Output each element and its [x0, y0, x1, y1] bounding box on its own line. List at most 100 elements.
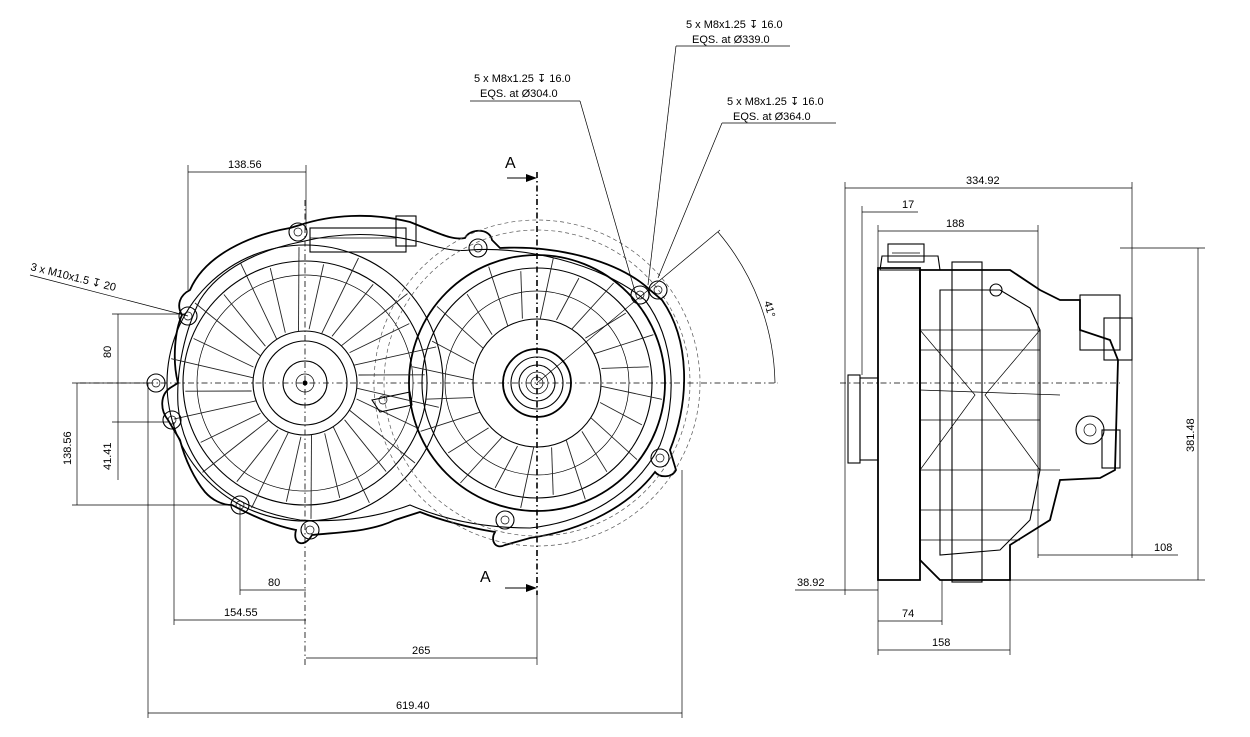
- dim-38-92: 38.92: [797, 577, 825, 589]
- side-motor-body: [877, 267, 921, 581]
- spoke: [173, 400, 257, 420]
- spoke: [202, 419, 269, 473]
- bolt-lug: [650, 448, 670, 468]
- side-actuator-knob-inner: [1083, 423, 1097, 437]
- side-bolt-top: [989, 283, 1003, 297]
- section-label-top: A: [505, 155, 516, 172]
- bolt-lug: [300, 520, 320, 540]
- side-bottom-bracket: [1101, 429, 1121, 469]
- dim-41-41: 41.41: [102, 442, 114, 470]
- connector-plug: [395, 215, 417, 247]
- angle-ref-line: [536, 229, 721, 384]
- spoke: [194, 302, 261, 357]
- housing-outline: [161, 214, 686, 548]
- spoke: [223, 294, 266, 347]
- spoke: [412, 366, 474, 381]
- callout-339-line1: 5 x M8x1.25 ↧ 16.0: [686, 19, 783, 31]
- bolt-lug: [162, 410, 182, 430]
- dim-265: 265: [412, 645, 430, 657]
- spoke: [269, 267, 286, 333]
- center-bracket: [371, 391, 413, 413]
- leader-304: [579, 100, 637, 296]
- callout-304-line1: 5 x M8x1.25 ↧ 16.0: [474, 73, 571, 85]
- callout-m10: 3 x M10x1.5 ↧ 20: [29, 261, 117, 294]
- spoke: [571, 282, 614, 330]
- side-flange-disc: [847, 374, 861, 464]
- spoke: [431, 340, 475, 364]
- spoke: [324, 433, 341, 499]
- dim-138-56-top: 138.56: [228, 159, 262, 171]
- spoke: [551, 447, 554, 495]
- dim-138-56-v: 138.56: [62, 431, 74, 465]
- bolt-lug: [495, 510, 515, 530]
- spoke: [298, 247, 300, 332]
- connector-body: [309, 227, 407, 253]
- side-diag-1: [919, 329, 976, 471]
- spoke: [581, 431, 608, 473]
- spoke: [353, 346, 437, 366]
- side-gearbox-body: [919, 269, 1119, 581]
- angle-arc: [717, 231, 776, 384]
- bolt-hole: [500, 515, 510, 525]
- spoke: [331, 284, 374, 337]
- dim-334-92: 334.92: [966, 175, 1000, 187]
- bolt-lug: [630, 285, 650, 305]
- callout-364-line1: 5 x M8x1.25 ↧ 16.0: [727, 96, 824, 108]
- dim-619-40: 619.40: [396, 700, 430, 712]
- spoke: [590, 417, 638, 460]
- bolt-hole: [183, 311, 193, 321]
- dim-17: 17: [902, 199, 914, 211]
- bolt-lug: [288, 222, 308, 242]
- spokes: [171, 247, 662, 519]
- spoke: [310, 434, 312, 519]
- spoke: [240, 263, 278, 340]
- bolt-lug: [178, 306, 198, 326]
- spoke: [349, 409, 416, 464]
- spoke: [193, 338, 254, 368]
- spoke: [420, 411, 481, 432]
- side-output-flange: [951, 261, 983, 583]
- callout-304-line2: EQS. at Ø304.0: [480, 88, 558, 100]
- bolt-hole: [655, 453, 665, 463]
- spoke: [332, 426, 370, 503]
- spoke: [321, 257, 359, 334]
- side-rib-3: [919, 389, 1061, 396]
- side-actuator-knob: [1075, 415, 1105, 445]
- dim-158: 158: [932, 637, 950, 649]
- bolt-lug: [648, 280, 668, 300]
- dim-154-55: 154.55: [224, 607, 258, 619]
- bolt-hole: [473, 243, 483, 253]
- callout-339-line2: EQS. at Ø339.0: [692, 34, 770, 46]
- leader-364: [657, 122, 723, 279]
- side-actuator-body: [1079, 294, 1121, 351]
- spoke: [520, 271, 523, 319]
- side-flange-disc-2: [859, 377, 879, 461]
- bolt-hole: [167, 415, 177, 425]
- spoke: [344, 419, 387, 472]
- spoke: [556, 277, 580, 321]
- spoke: [488, 266, 509, 327]
- dim-80-h: 80: [268, 577, 280, 589]
- spoke: [341, 293, 408, 347]
- spoke: [447, 427, 489, 454]
- leader-339: [647, 45, 677, 286]
- side-view: 334.92 17 188 381.48 108 38.92 74 158: [795, 175, 1205, 655]
- spoke: [285, 436, 302, 502]
- callout-364-line2: EQS. at Ø364.0: [733, 111, 811, 123]
- spoke: [236, 429, 279, 482]
- section-label-bottom: A: [480, 569, 491, 586]
- side-connector: [887, 243, 925, 263]
- dim-188: 188: [946, 218, 964, 230]
- side-diag-2: [984, 329, 1041, 471]
- spoke: [520, 446, 535, 508]
- spoke: [425, 397, 473, 400]
- bolt-lug: [468, 238, 488, 258]
- spoke: [599, 402, 643, 426]
- angle-41: 41°: [761, 300, 777, 319]
- spoke: [460, 436, 503, 484]
- spoke: [356, 387, 439, 408]
- dim-108: 108: [1154, 542, 1172, 554]
- spoke: [601, 366, 649, 369]
- spoke: [600, 385, 662, 400]
